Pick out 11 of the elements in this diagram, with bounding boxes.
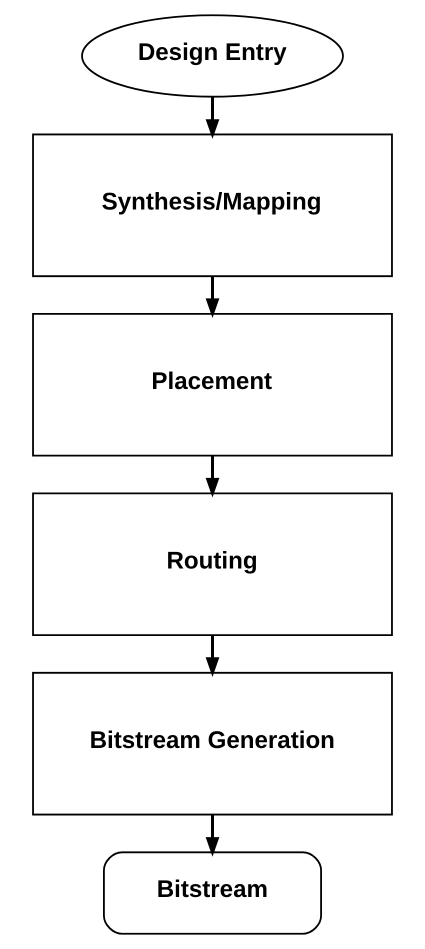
node-ellipse: Design Entry	[81, 14, 344, 98]
node-box: Bitstream Generation	[32, 672, 393, 816]
node-box: Routing	[32, 492, 393, 636]
arrow	[206, 635, 220, 677]
node-box: Bitstream	[103, 851, 322, 935]
node-box: Synthesis/Mapping	[32, 134, 393, 278]
node-box: Placement	[32, 312, 393, 457]
arrow	[206, 97, 220, 139]
arrow	[206, 276, 220, 318]
arrow	[206, 456, 220, 498]
arrow	[206, 814, 220, 857]
